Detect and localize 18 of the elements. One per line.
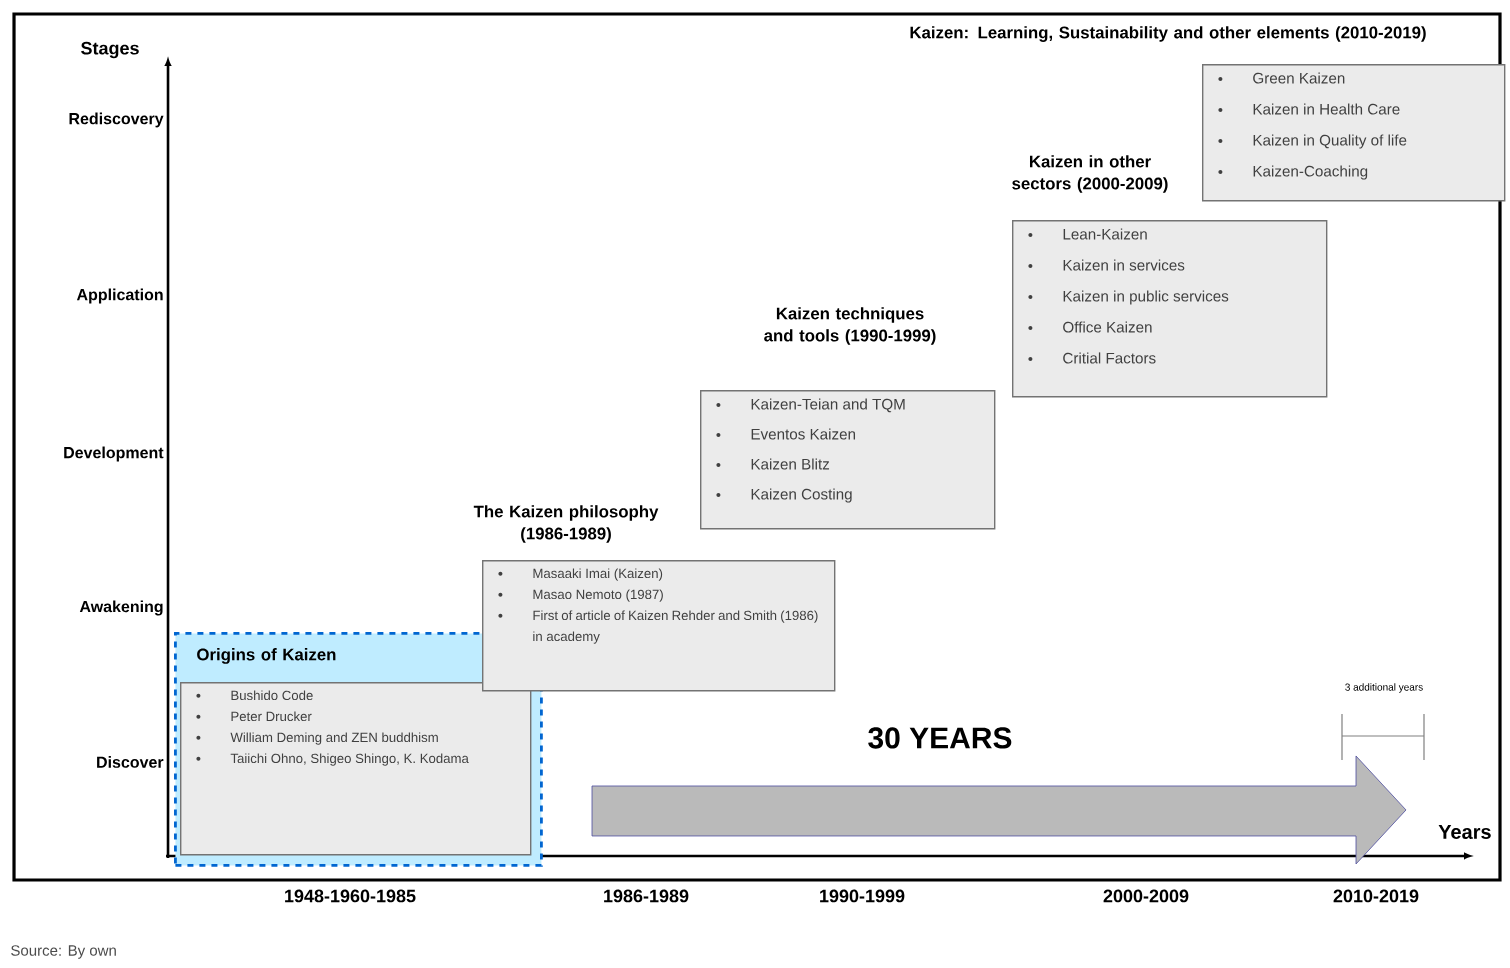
axis-label: Rediscovery (69, 112, 164, 128)
axis-label: 2000-2009 (1103, 889, 1189, 903)
axis-label: Stages (81, 41, 139, 59)
box-heading: The Kaizen philosophy (1986-1989) (473, 505, 659, 543)
box-heading: Kaizen: Learning, Sustainability and other elements (2010-2019) (910, 26, 1426, 42)
box-heading: Kaizen techniques and tools (1990-1999) (764, 307, 936, 345)
axis-label: 1986-1989 (604, 889, 689, 903)
axis-label: 30 YEARS (868, 727, 1012, 749)
axis-label: 2010-2019 (1333, 889, 1419, 903)
axis-label: Years (1438, 825, 1491, 839)
axis-label: Discover (97, 756, 164, 768)
axis-label: Application (76, 288, 163, 304)
axis-label: Development (64, 446, 164, 462)
box-heading: Kaizen in other sectors (2000-2009) (1012, 155, 1168, 193)
axis-label: 1948-1960-1985 (285, 889, 416, 903)
axis-label: 1990-1999 (820, 889, 905, 903)
axis-label: Awakening (79, 600, 163, 616)
box-heading: Origins of Kaizen (197, 648, 336, 664)
